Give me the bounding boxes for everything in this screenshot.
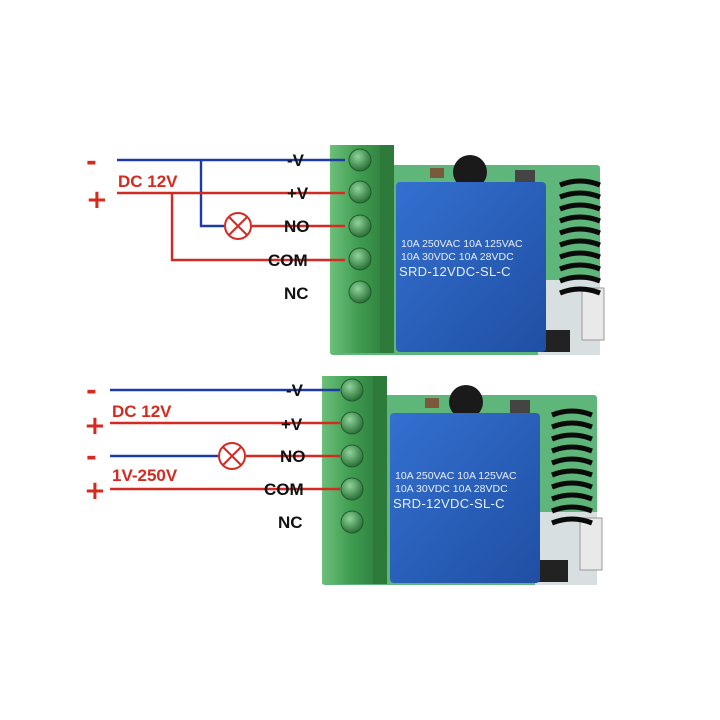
antenna-coil [551,408,593,526]
top-wiring-diagram: 10A 250VAC 10A 125VAC 10A 30VDC 10A 28VD… [86,145,605,355]
negative-to-lamp-wire [199,160,224,228]
supply-label: DC 12V [112,402,172,421]
lamp-icon [224,212,252,240]
positive-to-com-wire [170,193,345,262]
relay-module-board: 10A 250VAC 10A 125VAC 10A 30VDC 10A 28VD… [322,376,603,585]
relay-rating-line1: 10A 250VAC 10A 125VAC [395,470,517,482]
capacitor [453,155,487,189]
chip [540,330,570,352]
lamp-icon [218,442,246,470]
supply-plus-sign: + [84,411,106,441]
terminal-block-side [373,376,387,584]
terminal-block-side [380,145,394,353]
resistor [425,398,439,408]
bottom-wiring-diagram: 10A 250VAC 10A 125VAC 10A 30VDC 10A 28VD… [84,376,603,585]
bottom-wires [110,388,340,491]
terminal-label-nc: NC [284,284,309,303]
terminal-label-neg: -V [286,381,304,400]
terminal-label-neg: -V [287,151,305,170]
load-label: 1V-250V [112,466,178,485]
relay-model: SRD-12VDC-SL-C [399,264,511,279]
header-pins [581,287,605,341]
relay-block [390,413,540,583]
antenna-coil [559,178,601,296]
resistor [430,168,444,178]
relay-rating-line1: 10A 250VAC 10A 125VAC [401,238,523,250]
chip [538,560,568,582]
relay-rating-line2: 10A 30VDC 10A 28VDC [401,251,514,263]
terminal-label-no: NO [284,217,310,236]
terminal-screws [348,148,372,304]
top-wires [117,158,345,262]
relay-model: SRD-12VDC-SL-C [393,496,505,511]
terminal-label-com: COM [268,251,308,270]
relay-module-board: 10A 250VAC 10A 125VAC 10A 30VDC 10A 28VD… [330,145,605,355]
header-pins [579,517,603,571]
terminal-label-com: COM [264,480,304,499]
supply-minus-sign: - [86,376,97,406]
terminal-label-pos: +V [281,415,303,434]
supply-label: DC 12V [118,172,178,191]
relay-block [396,182,546,352]
supply-plus-sign: + [86,185,108,215]
relay-rating-line2: 10A 30VDC 10A 28VDC [395,483,508,495]
terminal-label-pos: +V [287,184,309,203]
load-minus-sign: - [86,442,97,472]
supply-minus-sign: - [86,147,97,177]
crystal [515,170,535,184]
terminal-label-nc: NC [278,513,303,532]
capacitor [449,385,483,419]
load-plus-sign: + [84,476,106,506]
terminal-label-no: NO [280,447,306,466]
terminal-screws [340,378,364,534]
crystal [510,400,530,414]
